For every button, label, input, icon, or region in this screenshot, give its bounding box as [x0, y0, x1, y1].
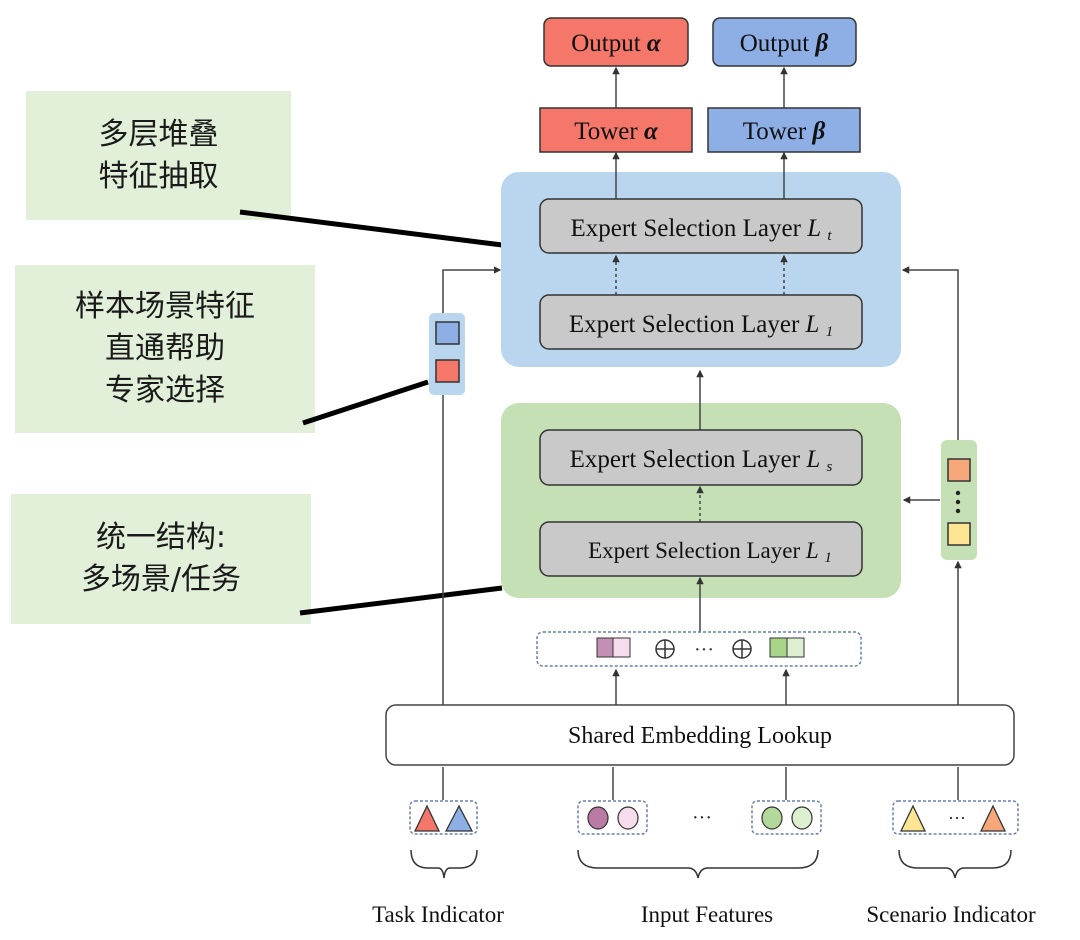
scenario-triangle-yellow	[899, 804, 927, 832]
feature-circle-purple-light	[617, 806, 639, 830]
callout-line: 特征抽取	[98, 158, 219, 194]
task-indicator-path	[442, 266, 502, 705]
expert-layer-scenario-top: Expert Selection Layer L s	[539, 429, 863, 486]
tower-symbol: β	[811, 118, 825, 145]
svg-text:Expert Selection Layer: Expert Selection Layer L 1	[569, 311, 833, 340]
svg-text:Expert Selection Layer: Expert Selection Layer L t	[570, 215, 832, 244]
shared-embedding-lookup: Shared Embedding Lookup	[385, 704, 1015, 766]
task-triangle-blue	[444, 804, 474, 832]
callout-line: 直通帮助	[105, 331, 225, 366]
svg-text:Tower β: Tower β	[743, 118, 826, 145]
brace-icon	[577, 849, 819, 879]
layer-label: Expert Selection Layer	[569, 311, 800, 338]
feature-circle-purple-dark	[587, 806, 609, 830]
callout-unified-structure: 统一结构: 多场景/任务	[11, 494, 311, 624]
layer-symbol: L	[805, 311, 820, 338]
feature-circle-green-dark	[761, 806, 783, 830]
callout-multilayer-extraction: 多层堆叠 特征抽取	[26, 91, 291, 220]
layer-label: Expert Selection Layer	[570, 215, 801, 242]
callout-line: 多层堆叠	[98, 116, 219, 152]
tower-symbol: α	[644, 118, 659, 145]
shared-embedding-label: Shared Embedding Lookup	[568, 723, 832, 749]
layer-label: Expert Selection Layer	[588, 538, 800, 563]
layer-subscript: 1	[824, 550, 832, 566]
layer-subscript: 1	[826, 324, 834, 340]
tower-label: Tower	[743, 118, 807, 145]
expert-layer-task-bottom: Expert Selection Layer L 1	[539, 294, 863, 350]
task-indicator-label: Task Indicator	[372, 902, 504, 927]
expert-layer-scenario-bottom: Expert Selection Layer L 1	[539, 521, 863, 577]
input-features-group: ··· Input Features	[577, 800, 822, 927]
layer-label: Expert Selection Layer	[570, 446, 801, 473]
scenario-ellipsis: ···	[948, 808, 966, 828]
layer-symbol: L	[805, 446, 820, 473]
callout-pointer	[302, 379, 429, 426]
scenario-triangle-orange	[979, 804, 1007, 832]
tower-alpha-box: Tower α	[539, 107, 693, 153]
output-alpha-box: Output α	[543, 17, 689, 67]
callout-line: 多场景/任务	[80, 562, 242, 597]
task-triangle-red	[413, 804, 441, 832]
callout-line: 专家选择	[105, 373, 225, 408]
embedding-purple-light	[612, 637, 631, 658]
brace-icon	[898, 849, 1012, 879]
callout-pointer	[239, 209, 503, 248]
svg-text:Output α: Output α	[571, 30, 662, 57]
output-symbol: β	[814, 30, 828, 57]
callout-scenario-passthrough: 样本场景特征 直通帮助 专家选择	[15, 265, 315, 433]
task-square-blue	[435, 321, 460, 345]
scenario-indicator-label: Scenario Indicator	[866, 902, 1036, 927]
scenario-side-indicator	[941, 440, 977, 560]
tower-label: Tower	[574, 118, 638, 145]
input-features-label: Input Features	[641, 902, 773, 927]
embedding-green-light	[786, 637, 805, 658]
svg-text:Expert Selection Layer: Expert Selection Layer L s	[570, 446, 833, 475]
task-indicator-group: Task Indicator	[372, 800, 504, 927]
output-label: Output	[571, 30, 641, 57]
concat-ellipsis: ···	[694, 639, 714, 661]
svg-text:Tower α: Tower α	[574, 118, 659, 145]
svg-text:Output β: Output β	[740, 30, 829, 57]
output-symbol: α	[647, 30, 662, 57]
layer-subscript: t	[827, 228, 832, 244]
scenario-square-orange	[947, 458, 971, 482]
concat-op-icon	[732, 639, 752, 659]
feature-concat-box: ···	[536, 631, 862, 667]
input-ellipsis: ···	[692, 807, 712, 829]
embedding-green-dark	[769, 637, 788, 658]
svg-text:Expert Selection Layer: Expert Selection Layer L 1	[588, 538, 832, 566]
brace-icon	[410, 849, 478, 879]
output-beta-box: Output β	[712, 17, 857, 67]
tower-beta-box: Tower β	[707, 107, 861, 153]
callout-line: 样本场景特征	[75, 289, 255, 324]
task-square-red	[435, 359, 460, 383]
scenario-indicator-group: ··· Scenario Indicator	[866, 800, 1036, 927]
callout-line: 统一结构:	[95, 520, 227, 555]
concat-op-icon	[655, 639, 675, 659]
expert-layer-task-top: Expert Selection Layer L t	[539, 198, 863, 254]
embedding-purple-dark	[596, 637, 614, 658]
scenario-square-yellow	[947, 522, 971, 546]
output-label: Output	[740, 30, 810, 57]
layer-subscript: s	[827, 459, 833, 475]
callout-pointer	[299, 585, 503, 616]
layer-symbol: L	[806, 215, 821, 242]
layer-symbol: L	[805, 538, 819, 563]
feature-circle-green-light	[791, 806, 813, 830]
task-side-indicator	[429, 313, 465, 395]
scenario-indicator-path-top	[901, 266, 959, 440]
